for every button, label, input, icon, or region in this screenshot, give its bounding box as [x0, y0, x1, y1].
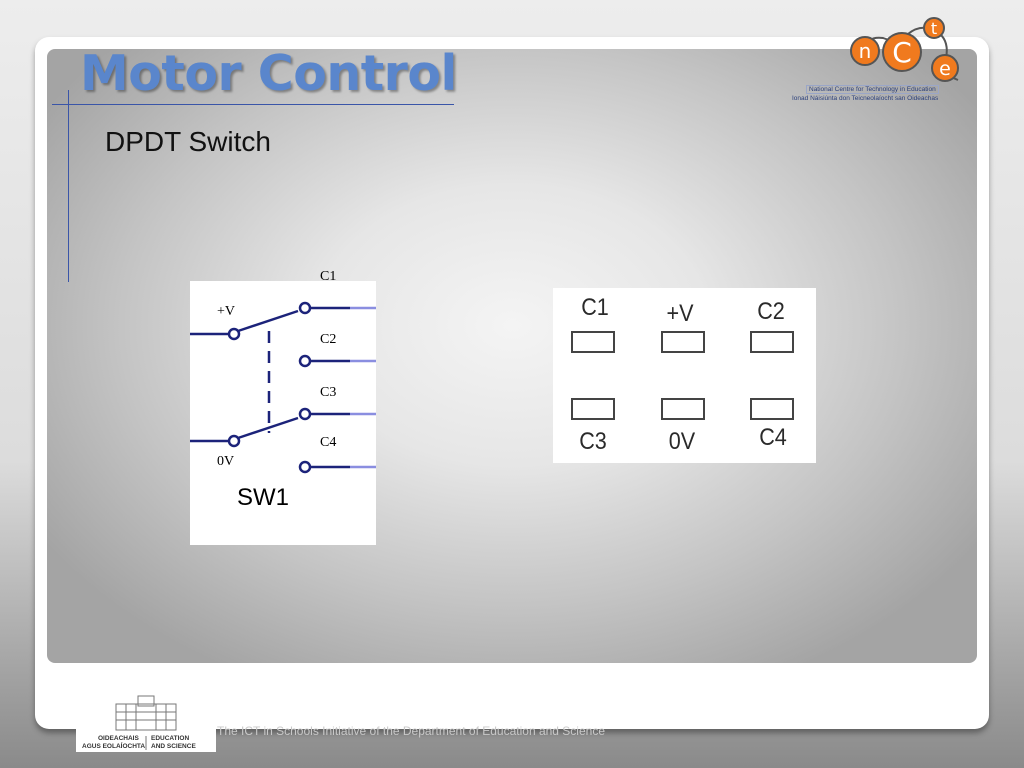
pin-label-c3: C3 — [579, 428, 607, 455]
logo-letter-c: C — [892, 36, 912, 69]
pin-label-c2: C2 — [757, 298, 785, 325]
title-underline — [52, 104, 454, 105]
dept-english-line1: EDUCATION — [151, 735, 190, 742]
pin-label-c4: C4 — [759, 424, 787, 451]
pin-box-c1 — [571, 331, 615, 353]
pin-box-c3 — [571, 398, 615, 420]
pin-label-c1: C1 — [581, 294, 609, 321]
footer-caption: The ICT in Schools Initiative of the Dep… — [217, 724, 605, 738]
ncte-logo: n C t e — [788, 14, 968, 108]
label-plus-v: +V — [217, 304, 236, 319]
switch-name: SW1 — [237, 484, 290, 511]
slide-title: Motor Control — [80, 45, 457, 102]
pin-box-c4 — [750, 398, 794, 420]
dpdt-schematic — [190, 281, 376, 545]
logo-letter-t: t — [931, 19, 937, 38]
label-c2: C2 — [320, 332, 337, 347]
label-c1: C1 — [320, 269, 337, 284]
label-c4: C4 — [320, 435, 337, 450]
pin-label-plus-v: +V — [666, 300, 694, 327]
label-c3: C3 — [320, 385, 337, 400]
pin-label-zero-v: 0V — [668, 428, 696, 455]
department-logo: OIDEACHAIS AGUS EOLAÍOCHTA EDUCATION AND… — [76, 690, 216, 752]
ncte-logo-graphic: n C t e — [850, 17, 959, 82]
side-rule — [68, 90, 69, 282]
dept-irish-line1: OIDEACHAIS — [98, 735, 139, 742]
logo-letter-e: e — [939, 58, 951, 80]
logo-letter-n: n — [859, 39, 872, 63]
dept-irish-line2: AGUS EOLAÍOCHTA — [82, 743, 146, 750]
logo-caption-irish: Ionad Náisiúnta don Teicneolaíocht san O… — [792, 95, 939, 102]
label-zero-v: 0V — [217, 454, 235, 469]
pin-box-c2 — [750, 331, 794, 353]
pinout-diagram: C1 +V C2 C3 0V C4 — [553, 288, 816, 463]
logo-caption-english: National Centre for Technology in Educat… — [806, 85, 939, 94]
dept-english-line2: AND SCIENCE — [151, 743, 196, 750]
dpdt-schematic-drawing — [190, 301, 376, 474]
pin-box-zero-v — [661, 398, 705, 420]
slide-subtitle: DPDT Switch — [105, 126, 271, 157]
department-building-icon — [115, 695, 177, 750]
pin-box-plus-v — [661, 331, 705, 353]
